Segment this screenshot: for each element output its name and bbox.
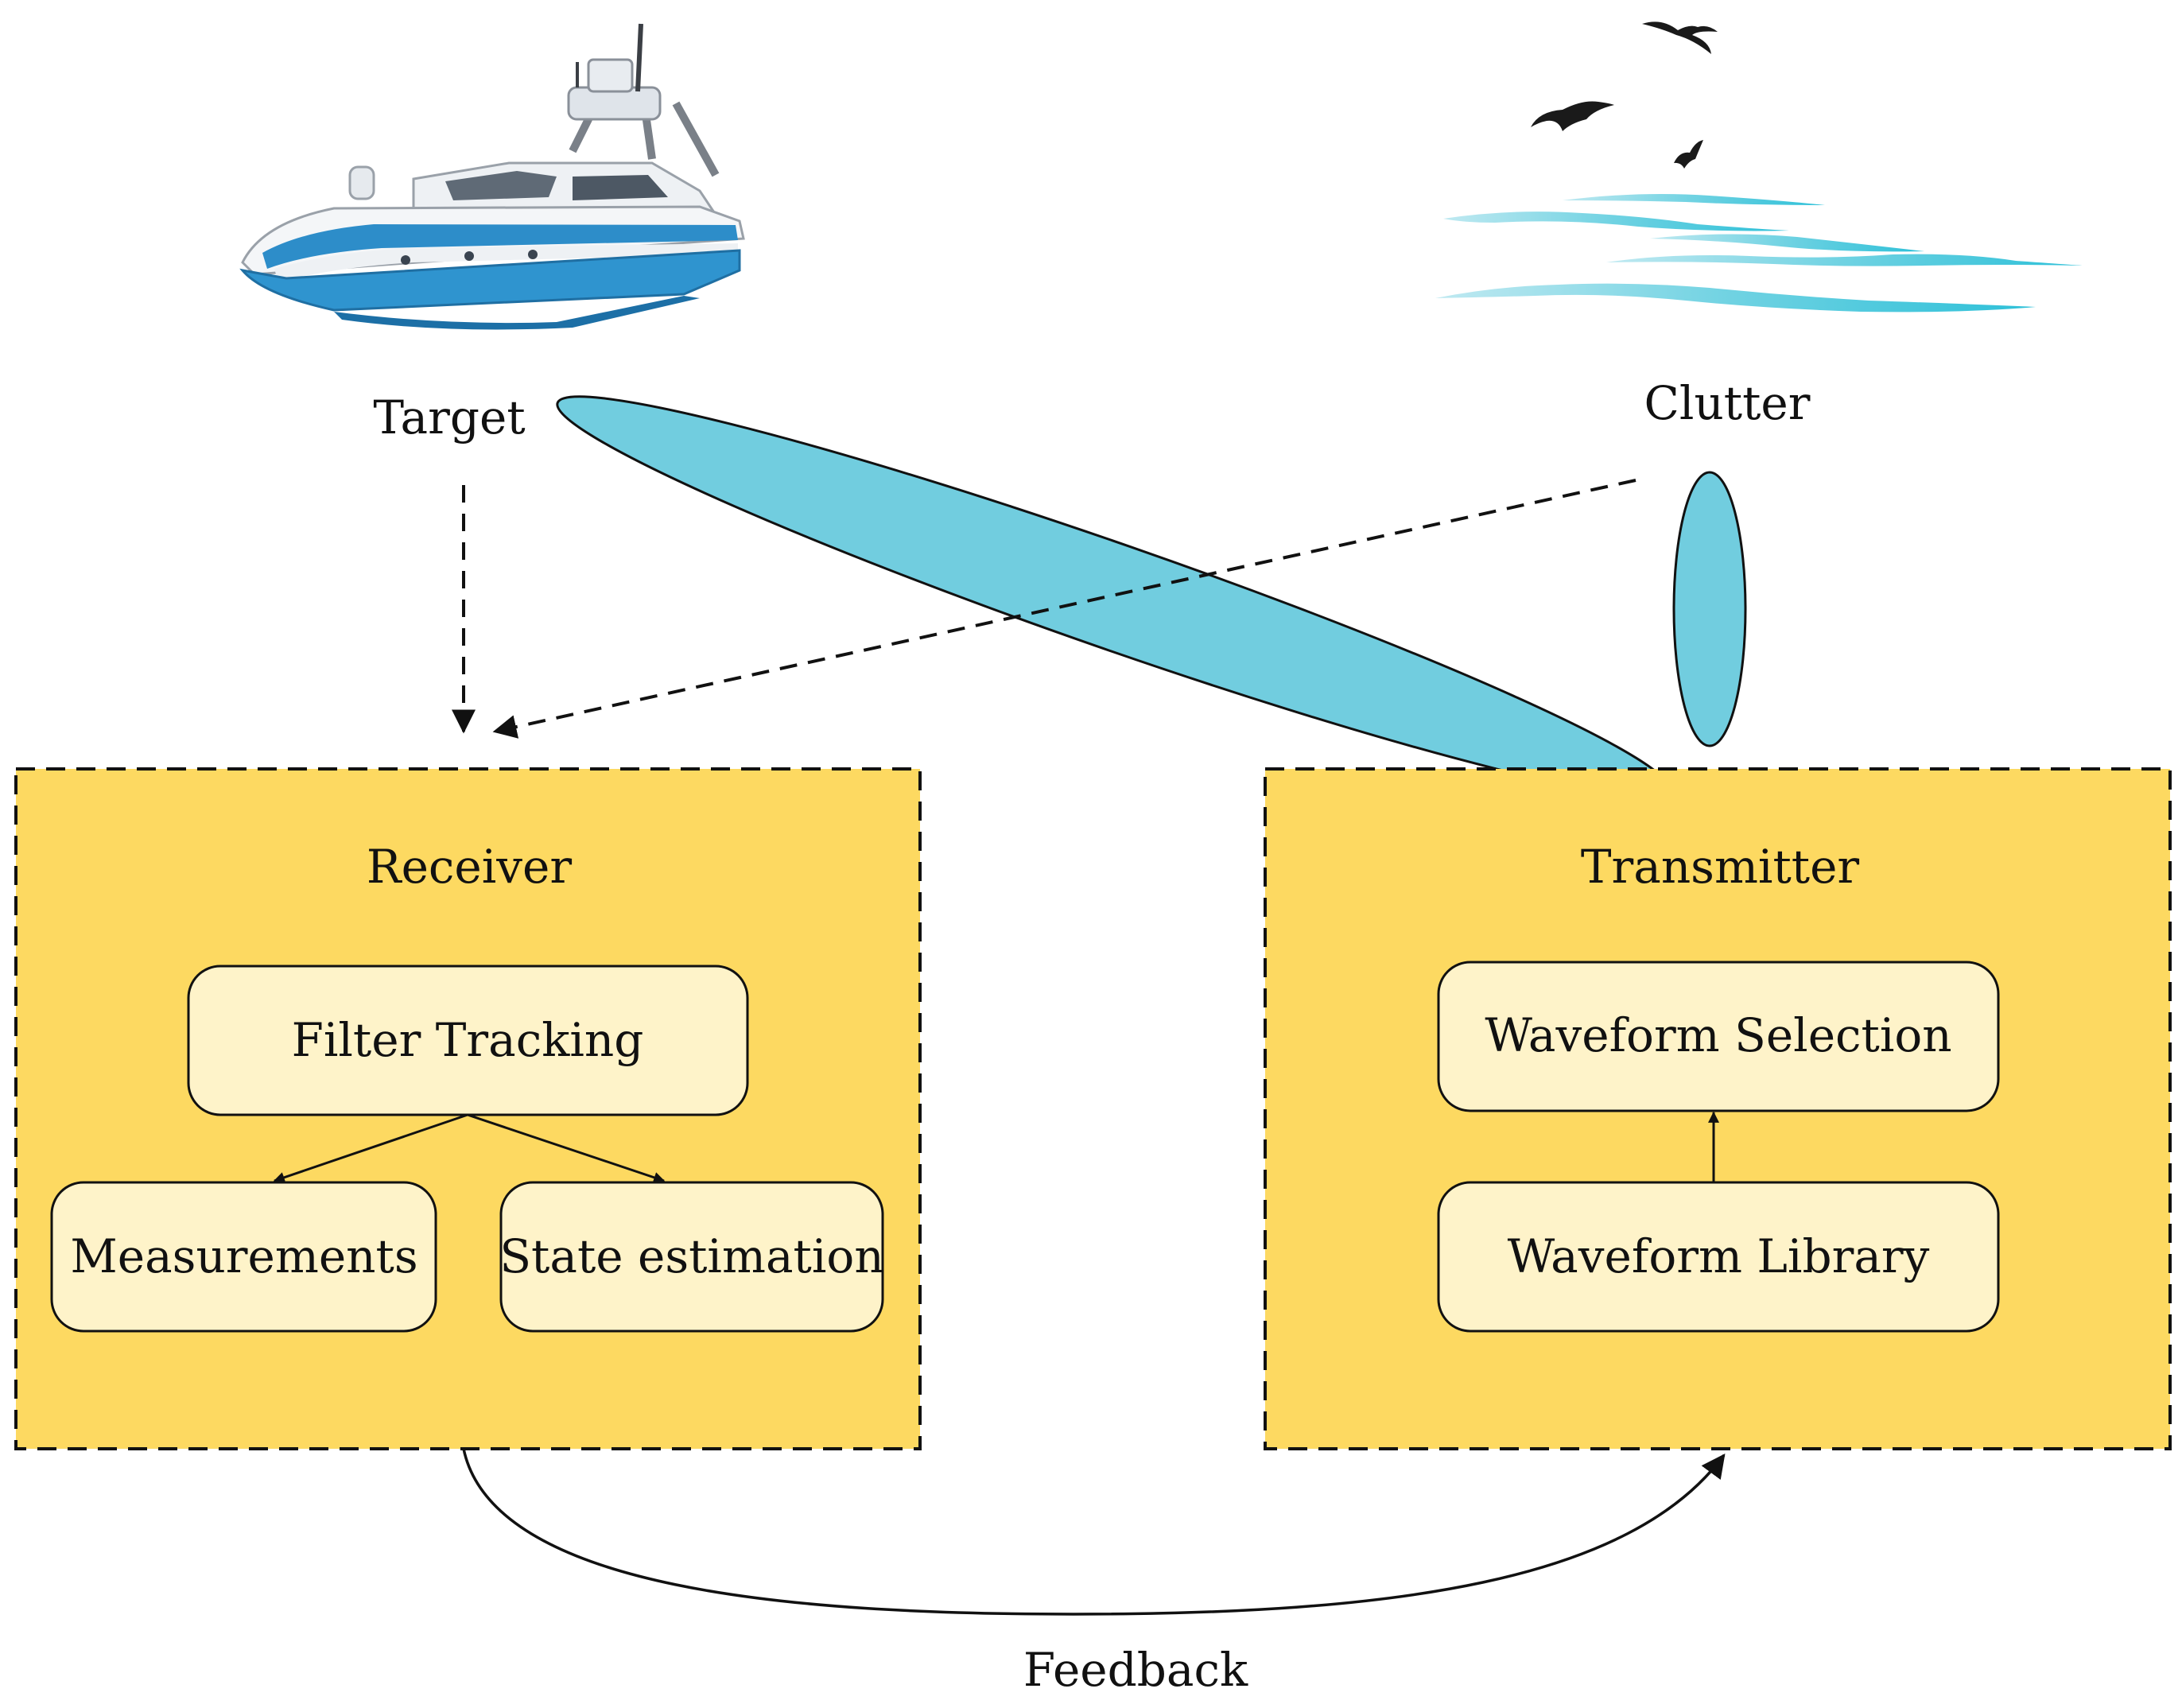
measurements-label: Measurements bbox=[70, 1229, 417, 1283]
receiver-panel: Receiver Filter Tracking Measurements St… bbox=[14, 767, 922, 1450]
clutter-echo-arrow bbox=[492, 479, 1636, 739]
bird-icon bbox=[1531, 21, 1718, 169]
receiver-title: Receiver bbox=[367, 840, 572, 894]
to-measurements-arrow bbox=[273, 1113, 468, 1183]
waveform-selection-box: Waveform Selection bbox=[1437, 961, 2000, 1112]
feedback-arrow bbox=[462, 1448, 1726, 1616]
state-estimation-box: State estimation bbox=[499, 1181, 884, 1333]
waveform-selection-label: Waveform Selection bbox=[1485, 1008, 1951, 1062]
clutter-label: Clutter bbox=[1644, 376, 1811, 430]
state-estimation-label: State estimation bbox=[499, 1229, 883, 1283]
clutter-beam bbox=[1672, 471, 1747, 747]
measurements-box: Measurements bbox=[50, 1181, 437, 1333]
transmitter-panel: Transmitter Waveform Selection Waveform … bbox=[1264, 767, 2172, 1450]
target-label: Target bbox=[373, 390, 525, 444]
boat-icon bbox=[239, 23, 745, 330]
transmitter-title: Transmitter bbox=[1581, 840, 1860, 894]
waveform-library-box: Waveform Library bbox=[1437, 1181, 2000, 1333]
sea-waves-icon bbox=[1435, 194, 2083, 312]
waveform-library-label: Waveform Library bbox=[1508, 1229, 1930, 1283]
filter-tracking-label: Filter Tracking bbox=[292, 1013, 644, 1067]
filter-tracking-box: Filter Tracking bbox=[187, 965, 749, 1116]
to-state-estimation-arrow bbox=[467, 1113, 666, 1183]
radar-beam bbox=[556, 395, 1671, 798]
feedback-label: Feedback bbox=[1023, 1643, 1248, 1697]
